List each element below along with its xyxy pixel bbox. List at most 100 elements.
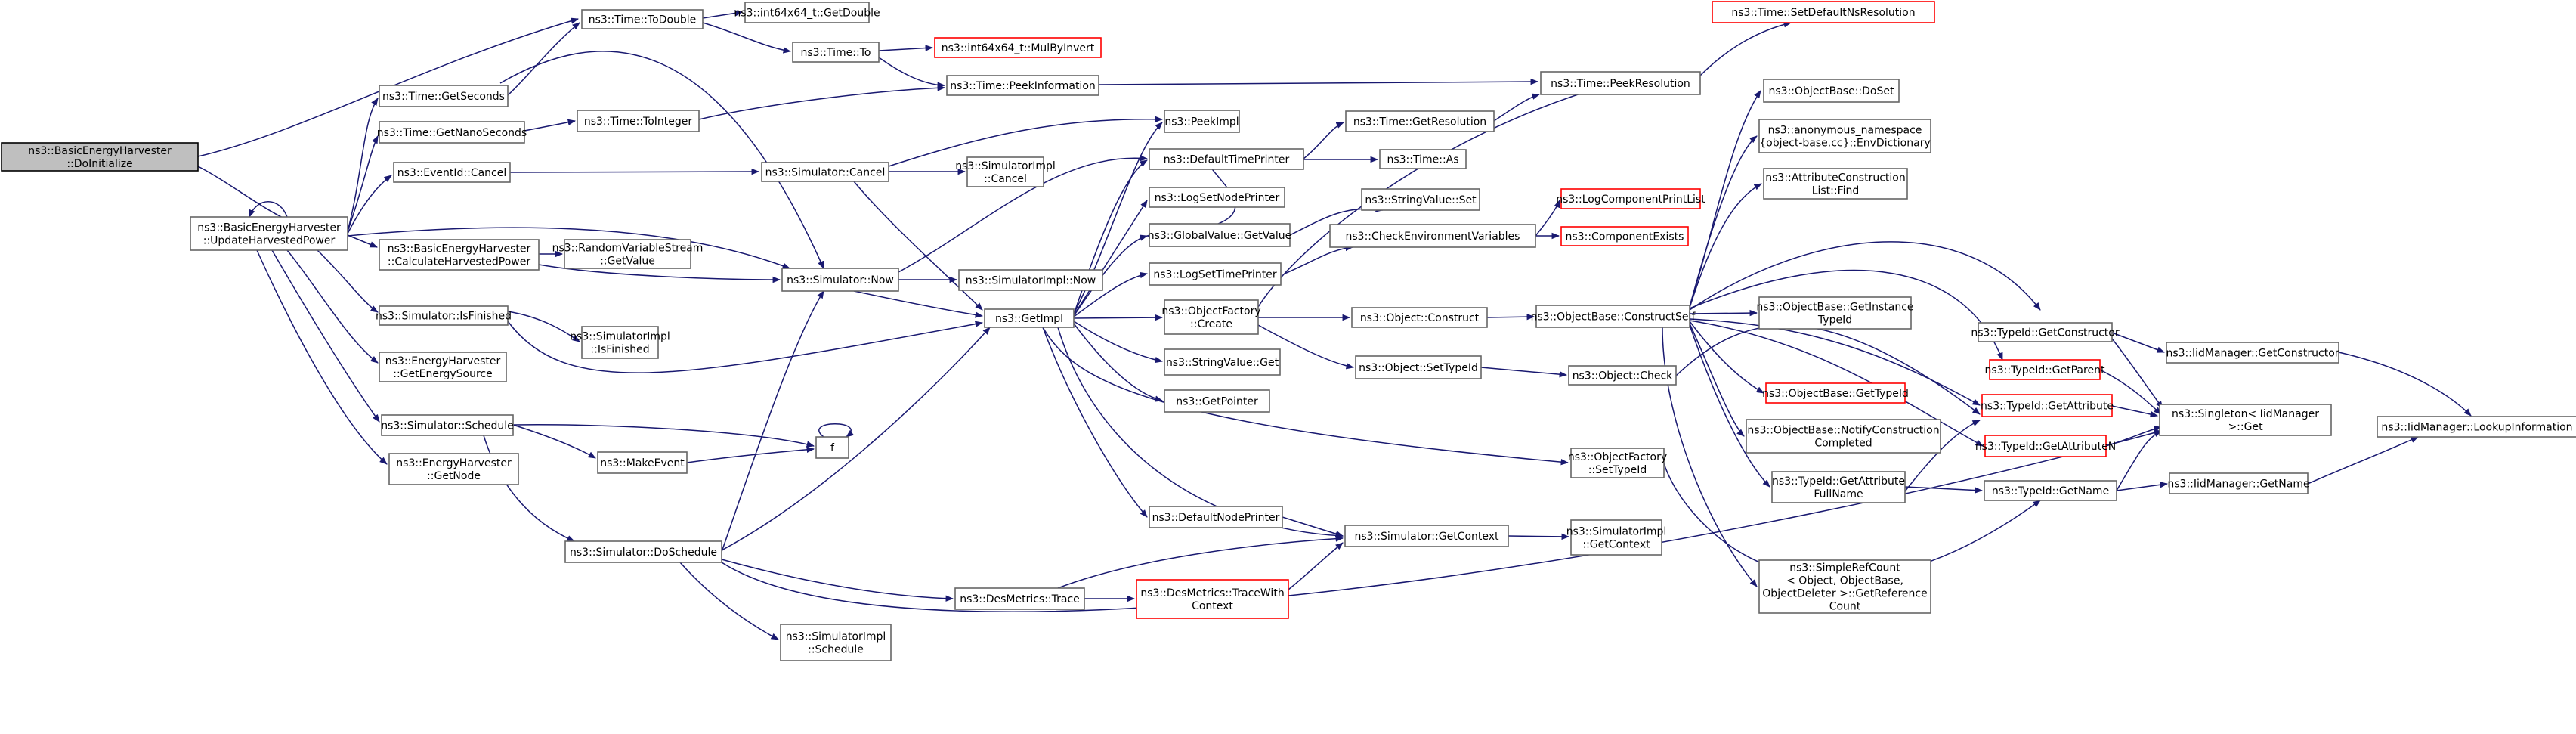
function-node[interactable]: ns3::Simulator::Cancel bbox=[761, 162, 889, 182]
function-node[interactable]: ns3::TypeId::GetConstructor bbox=[1971, 322, 2120, 342]
node-label-line: ns3::CheckEnvironmentVariables bbox=[1346, 231, 1520, 243]
function-node[interactable]: ns3::Object::Check bbox=[1568, 365, 1677, 386]
node-label-line: ns3::IidManager::LookupInformation bbox=[2381, 422, 2572, 434]
function-node[interactable]: ns3::StringValue::Get bbox=[1164, 348, 1281, 376]
function-node[interactable]: ns3::IidManager::LookupInformation bbox=[2377, 416, 2576, 438]
function-node[interactable]: ns3::ObjectBase::GetTypeId bbox=[1762, 382, 1909, 404]
function-node[interactable]: ns3::LogSetTimePrinter bbox=[1149, 262, 1282, 286]
function-node[interactable]: ns3::CheckEnvironmentVariables bbox=[1329, 224, 1536, 248]
function-node[interactable]: ns3::int64x64_t::MulByInvert bbox=[934, 37, 1102, 58]
function-node[interactable]: ns3::Simulator::Schedule bbox=[381, 414, 514, 436]
function-node[interactable]: ns3::BasicEnergyHarvester::DoInitialize bbox=[1, 142, 199, 172]
function-node[interactable]: ns3::TypeId::GetParent bbox=[1985, 359, 2105, 380]
function-node[interactable]: ns3::Object::Construct bbox=[1351, 307, 1488, 328]
function-node[interactable]: ns3::TypeId::GetAttribute bbox=[1981, 394, 2114, 417]
function-node[interactable]: ns3::Time::PeekInformation bbox=[946, 75, 1099, 96]
function-node[interactable]: ns3::ComponentExists bbox=[1560, 226, 1689, 246]
node-label-line: ns3::AttributeConstruction bbox=[1765, 172, 1905, 184]
node-label-line: < Object, ObjectBase, bbox=[1786, 575, 1903, 587]
function-node[interactable]: ns3::ObjectFactory::SetTypeId bbox=[1568, 448, 1667, 478]
edge-n35-to-n45 bbox=[1689, 321, 1764, 394]
node-label-line: ns3::Time::SetDefaultNsResolution bbox=[1731, 7, 1915, 19]
function-node[interactable]: ns3::StringValue::Set bbox=[1361, 188, 1480, 211]
function-node[interactable]: ns3::Time::ToInteger bbox=[577, 110, 700, 132]
function-node[interactable]: ns3::ObjectBase::DoSet bbox=[1763, 79, 1900, 103]
function-node[interactable]: ns3::Simulator::Now bbox=[781, 268, 899, 292]
node-label-line: ns3::EventId::Cancel bbox=[397, 167, 507, 179]
node-label-line: ns3::Time::As bbox=[1387, 154, 1458, 166]
function-node[interactable]: ns3::DesMetrics::Trace bbox=[954, 587, 1085, 610]
edge-n65-to-n32 bbox=[721, 327, 991, 551]
function-node[interactable]: ns3::Time::As bbox=[1379, 149, 1467, 169]
function-node[interactable]: ns3::GetImpl bbox=[984, 308, 1075, 328]
function-node[interactable]: ns3::LogSetNodePrinter bbox=[1149, 187, 1285, 208]
function-node[interactable]: ns3::Time::PeekResolution bbox=[1540, 71, 1701, 95]
function-node[interactable]: ns3::BasicEnergyHarvester::CalculateHarv… bbox=[379, 239, 540, 271]
node-box bbox=[1568, 365, 1677, 386]
node-label-line: List::Find bbox=[1812, 185, 1860, 197]
function-node[interactable]: ns3::SimulatorImpl::Cancel bbox=[955, 156, 1056, 187]
function-node[interactable]: ns3::EnergyHarvester::GetNode bbox=[388, 453, 519, 485]
node-box bbox=[1712, 1, 1935, 23]
edge-n63-to-n64 bbox=[1508, 533, 1570, 540]
function-node[interactable]: ns3::ObjectFactory::Create bbox=[1161, 299, 1261, 335]
edge-n17-to-n9 bbox=[1493, 93, 1541, 122]
function-node[interactable]: ns3::anonymous_namespace{object-base.cc}… bbox=[1758, 119, 1931, 153]
function-node[interactable]: ns3::DefaultTimePrinter bbox=[1149, 148, 1304, 170]
function-node[interactable]: ns3::Singleton< IidManager >::Get bbox=[2159, 404, 2332, 436]
node-label-line: ::GetNode bbox=[427, 470, 481, 482]
function-node[interactable]: ns3::int64x64_t::GetDouble bbox=[734, 2, 880, 23]
node-label-line: ns3::Simulator::DoSchedule bbox=[570, 547, 717, 559]
function-node[interactable]: ns3::TypeId::GetAttributeN bbox=[1975, 435, 2116, 457]
node-label-line: ns3::SimulatorImpl bbox=[570, 331, 670, 343]
function-node[interactable]: ns3::PeekImpl bbox=[1164, 110, 1240, 133]
edge-n52-to-n57 bbox=[512, 424, 596, 459]
function-node[interactable]: ns3::EventId::Cancel bbox=[393, 162, 511, 183]
node-box bbox=[1, 142, 199, 172]
function-node[interactable]: ns3::Time::GetResolution bbox=[1345, 110, 1495, 132]
node-label-line: ns3::BasicEnergyHarvester bbox=[28, 145, 172, 157]
edge-n47-to-n51 bbox=[2338, 352, 2472, 417]
function-node[interactable]: ns3::Object::SetTypeId bbox=[1355, 355, 1482, 379]
node-label-line: ::UpdateHarvestedPower bbox=[203, 235, 336, 247]
function-node[interactable]: ns3::SimpleRefCount< Object, ObjectBase,… bbox=[1758, 559, 1931, 614]
function-node[interactable]: ns3::Simulator::GetContext bbox=[1344, 525, 1509, 547]
function-node[interactable]: ns3::ObjectBase::NotifyConstructionCompl… bbox=[1746, 419, 1941, 454]
edge-n32-to-n62 bbox=[1042, 327, 1148, 518]
function-node[interactable]: ns3::Time::SetDefaultNsResolution bbox=[1712, 1, 1935, 23]
function-node[interactable]: ns3::BasicEnergyHarvester::UpdateHarvest… bbox=[190, 216, 348, 251]
function-node[interactable]: ns3::Time::To bbox=[792, 42, 880, 63]
edge-n35-to-n46 bbox=[1689, 241, 2041, 311]
node-box bbox=[946, 75, 1099, 96]
function-node[interactable]: ns3::TypeId::GetName bbox=[1984, 480, 2117, 501]
function-node[interactable]: ns3::Simulator::DoSchedule bbox=[564, 540, 722, 563]
function-node[interactable]: ns3::Time::GetNanoSeconds bbox=[377, 121, 527, 144]
function-node[interactable]: ns3::Time::GetSeconds bbox=[379, 85, 509, 107]
function-node[interactable]: ns3::Simulator::IsFinished bbox=[376, 305, 512, 326]
function-node[interactable]: ns3::LogComponentPrintList bbox=[1556, 188, 1705, 209]
function-node[interactable]: ns3::DefaultNodePrinter bbox=[1149, 506, 1283, 528]
function-node[interactable]: ns3::SimulatorImpl::IsFinished bbox=[570, 326, 670, 359]
function-node[interactable]: ns3::SimulatorImpl::Now bbox=[958, 269, 1103, 291]
edge-n33-to-n42 bbox=[1257, 324, 1355, 370]
node-box bbox=[564, 239, 691, 269]
function-node[interactable]: ns3::SimulatorImpl::GetContext bbox=[1566, 519, 1667, 556]
edge-n35-to-n39 bbox=[1689, 309, 1758, 317]
function-node[interactable]: ns3::MakeEvent bbox=[597, 451, 688, 474]
function-node[interactable]: ns3::ObjectBase::ConstructSelf bbox=[1531, 305, 1696, 328]
function-node[interactable]: ns3::RandomVariableStream::GetValue bbox=[552, 239, 704, 269]
function-node[interactable]: ns3::GetPointer bbox=[1164, 389, 1270, 413]
function-node[interactable]: ns3::EnergyHarvester::GetEnergySource bbox=[379, 352, 507, 382]
function-node[interactable]: ns3::Time::ToDouble bbox=[581, 9, 704, 29]
function-node[interactable]: ns3::IidManager::GetConstructor bbox=[2166, 342, 2339, 364]
node-label-line: ::CalculateHarvestedPower bbox=[388, 256, 530, 268]
function-node[interactable]: ns3::IidManager::GetName bbox=[2167, 472, 2310, 494]
function-node[interactable]: f bbox=[815, 436, 849, 459]
function-node[interactable]: ns3::GlobalValue::GetValue bbox=[1148, 223, 1291, 247]
edge-n35-to-n54 bbox=[1689, 323, 1745, 437]
function-node[interactable]: ns3::SimulatorImpl::Schedule bbox=[780, 624, 892, 661]
